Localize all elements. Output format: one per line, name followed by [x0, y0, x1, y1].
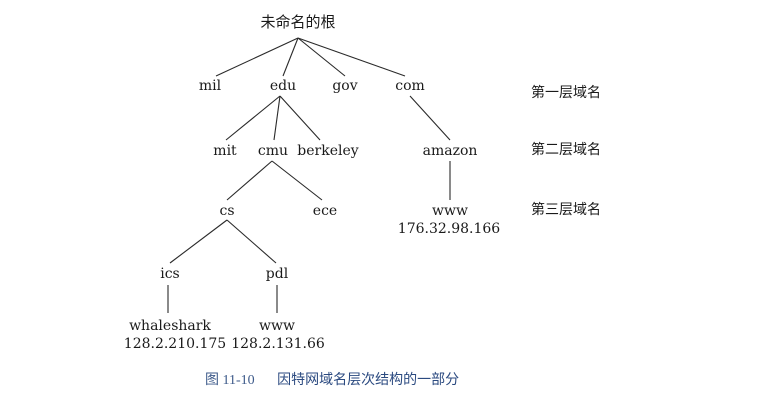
level-label-first: 第一层域名: [531, 85, 601, 101]
edge-cmu-cs: [226, 160, 273, 201]
node-ece: ece: [312, 203, 338, 219]
edge-root-com: [297, 37, 406, 77]
node-mit: mit: [213, 143, 237, 159]
edge-edu-mit: [225, 95, 281, 141]
ip-whaleshark: 128.2.210.175: [123, 336, 227, 352]
node-ics: ics: [160, 266, 180, 282]
node-cs: cs: [219, 203, 235, 219]
node-pdl: pdl: [265, 266, 289, 282]
node-amazon: amazon: [422, 143, 478, 159]
edge-edu-berkeley: [279, 95, 321, 141]
root-node: 未命名的根: [260, 13, 336, 31]
node-com: com: [395, 78, 425, 94]
node-pdl-www: www: [259, 318, 295, 334]
node-cmu: cmu: [257, 143, 289, 159]
edge-cmu-ece: [271, 160, 323, 201]
ip-pdl-www: 128.2.131.66: [231, 336, 325, 352]
edge-root-edu: [282, 37, 299, 77]
edge-com-amazon: [409, 95, 451, 141]
edge-root-mil: [215, 37, 299, 77]
edge-cs-ics: [169, 219, 228, 264]
node-gov: gov: [332, 78, 358, 94]
figure-title: 因特网域名层次结构的一部分: [277, 372, 460, 388]
node-berkeley: berkeley: [297, 143, 359, 159]
edge-cs-pdl: [226, 219, 277, 264]
edge-root-gov: [297, 37, 346, 77]
edge-edu-cmu: [273, 95, 281, 141]
figure-caption: 图 11-10 因特网域名层次结构的一部分: [205, 369, 459, 389]
level-label-second: 第二层域名: [531, 142, 601, 158]
ip-amazon-www: 176.32.98.166: [397, 221, 501, 237]
level-label-third: 第三层域名: [531, 202, 601, 218]
node-amazon-www: www: [432, 203, 468, 219]
node-mil: mil: [198, 78, 222, 94]
node-whaleshark: whaleshark: [129, 318, 211, 334]
node-edu: edu: [269, 78, 297, 94]
figure-number: 图 11-10: [205, 373, 255, 388]
